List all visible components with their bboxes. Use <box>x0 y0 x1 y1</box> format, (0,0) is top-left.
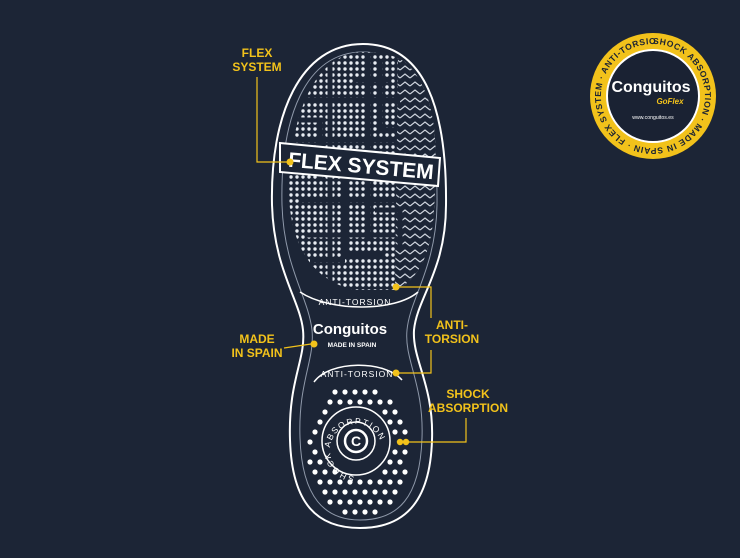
heel-dot <box>332 469 338 475</box>
heel-dot <box>402 449 408 455</box>
heel-dot <box>342 389 348 395</box>
heel-dot <box>342 489 348 495</box>
heel-dot <box>392 489 398 495</box>
heel-dot <box>312 449 318 455</box>
heel-dot-pattern <box>307 389 408 515</box>
heel-dot <box>387 399 393 405</box>
sole-made-in-spain: MADE IN SPAIN <box>328 342 377 349</box>
anti-torsion-upper-label: ANTI-TORSION <box>319 297 392 307</box>
heel-dot <box>322 469 328 475</box>
heel-dot <box>362 389 368 395</box>
heel-dot <box>392 429 398 435</box>
heel-dot <box>367 479 373 485</box>
heel-dot <box>332 489 338 495</box>
heel-dot <box>332 389 338 395</box>
sole-logo-letter: C <box>351 433 361 449</box>
sole-inner-outline <box>281 51 438 521</box>
callout-shock-absorption: SHOCK ABSORPTION <box>396 387 508 446</box>
heel-dot <box>347 399 353 405</box>
heel-dot <box>392 409 398 415</box>
heel-dot <box>397 419 403 425</box>
heel-dot <box>342 509 348 515</box>
shock-absorption-ring: SHOCK ABSORPTION C <box>321 406 391 484</box>
heel-dot <box>367 499 373 505</box>
heel-dot <box>392 469 398 475</box>
heel-dot <box>347 479 353 485</box>
heel-dot <box>397 479 403 485</box>
heel-dot <box>372 389 378 395</box>
heel-dot <box>312 429 318 435</box>
heel-dot <box>317 419 323 425</box>
heel-dot <box>382 469 388 475</box>
seal-sub: GoFlex <box>656 97 684 106</box>
callout-anti-torsion-line1: ANTI- <box>436 318 468 332</box>
heel-dot <box>357 499 363 505</box>
heel-dot <box>317 459 323 465</box>
heel-dot <box>402 469 408 475</box>
callout-made-in-spain-line2: IN SPAIN <box>231 346 282 360</box>
heel-dot <box>357 479 363 485</box>
heel-dot <box>387 459 393 465</box>
callout-anti-torsion: ANTI- TORSION <box>392 283 479 377</box>
heel-dot <box>337 479 343 485</box>
heel-dot <box>372 509 378 515</box>
callout-made-in-spain-line1: MADE <box>239 332 274 346</box>
callout-flex-system-line1: FLEX <box>242 46 273 60</box>
heel-dot <box>382 489 388 495</box>
callout-flex-system-line2: SYSTEM <box>232 60 281 74</box>
anti-torsion-lower-label: ANTI-TORSION <box>321 369 394 379</box>
heel-dot <box>337 399 343 405</box>
heel-dot <box>322 409 328 415</box>
heel-dot <box>357 399 363 405</box>
callout-anti-torsion-line2: TORSION <box>425 332 479 346</box>
heel-dot <box>307 459 313 465</box>
heel-dot <box>367 399 373 405</box>
heel-dot <box>387 499 393 505</box>
callout-shock-line2: ABSORPTION <box>428 401 508 415</box>
heel-dot <box>352 509 358 515</box>
heel-dot <box>372 489 378 495</box>
seal-url: www.conguitos.es <box>632 115 674 121</box>
anti-torsion-upper-arc <box>299 291 419 308</box>
heel-dot <box>377 479 383 485</box>
sole-brand: Conguitos <box>313 321 387 338</box>
heel-dot <box>352 489 358 495</box>
callout-shock-line1: SHOCK <box>446 387 490 401</box>
heel-dot <box>402 429 408 435</box>
heel-dot <box>352 389 358 395</box>
heel-dot <box>377 399 383 405</box>
callout-flex-system: FLEX SYSTEM <box>232 46 294 166</box>
heel-dot <box>377 499 383 505</box>
heel-dot <box>347 499 353 505</box>
callout-made-in-spain: MADE IN SPAIN <box>231 332 318 360</box>
heel-dot <box>387 419 393 425</box>
heel-dot <box>327 499 333 505</box>
heel-dot <box>362 509 368 515</box>
heel-dot <box>382 409 388 415</box>
heel-dot <box>362 489 368 495</box>
heel-dot <box>322 489 328 495</box>
heel-dot <box>327 399 333 405</box>
heel-dot <box>337 499 343 505</box>
seal-brand: Conguitos <box>611 79 690 96</box>
heel-dot <box>307 439 313 445</box>
heel-dot <box>387 479 393 485</box>
heel-dot <box>327 479 333 485</box>
sole-outline <box>270 42 448 530</box>
heel-dot <box>397 459 403 465</box>
heel-dot <box>392 449 398 455</box>
heel-dot <box>317 479 323 485</box>
heel-dot <box>312 469 318 475</box>
